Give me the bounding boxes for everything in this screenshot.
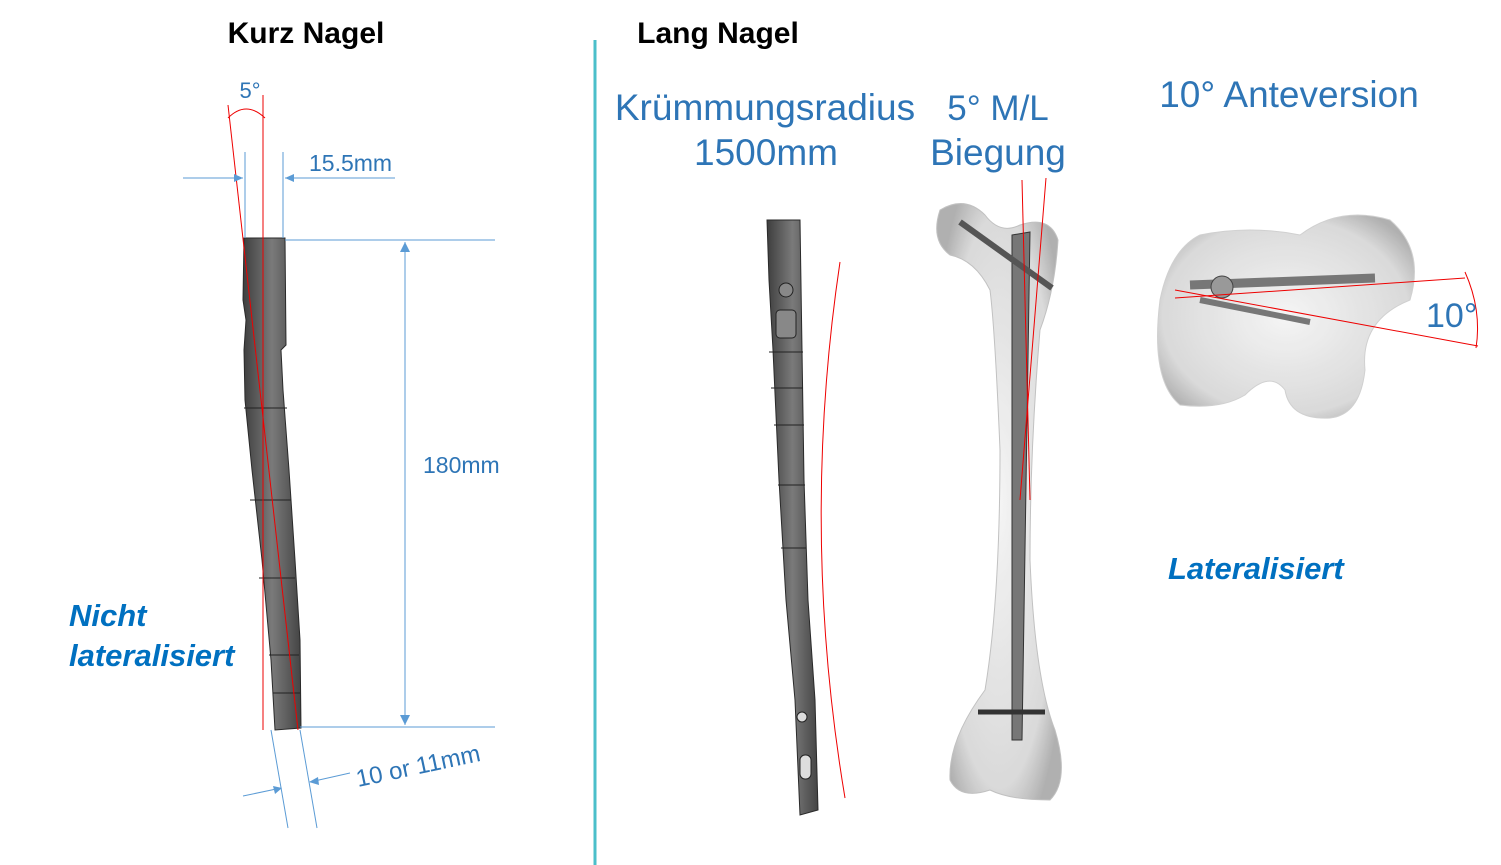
radius-label-line2: 1500mm [694, 132, 838, 173]
short-nail-guides [183, 95, 495, 829]
anteversion-label: 10° Anteversion [1159, 74, 1419, 115]
short-nail-length-label: 180mm [423, 452, 500, 478]
long-nail-title: Lang Nagel [637, 17, 799, 50]
bend-label-line1: 5° M/L [947, 89, 1049, 128]
bend-label-line2: Biegung [930, 132, 1066, 173]
short-nail-width-label: 15.5mm [309, 150, 392, 176]
long-nail-type-label: Lateralisiert [1168, 551, 1345, 586]
short-nail-type-line2: lateralisiert [69, 638, 236, 673]
femur-illustration [936, 177, 1062, 801]
short-nail-type-line1: Nicht [69, 598, 148, 633]
short-nail-diameter-label: 10 or 11mm [354, 740, 483, 793]
femoral-head-axial-illustration [1157, 214, 1479, 419]
anteversion-angle-label: 10° [1426, 297, 1477, 335]
short-nail-angle-label: 5° [239, 78, 260, 103]
short-nail-title: Kurz Nagel [228, 17, 385, 50]
radius-label-line1: Krümmungsradius [615, 87, 915, 128]
short-nail-illustration [242, 237, 302, 731]
long-nail-illustration [766, 219, 846, 816]
